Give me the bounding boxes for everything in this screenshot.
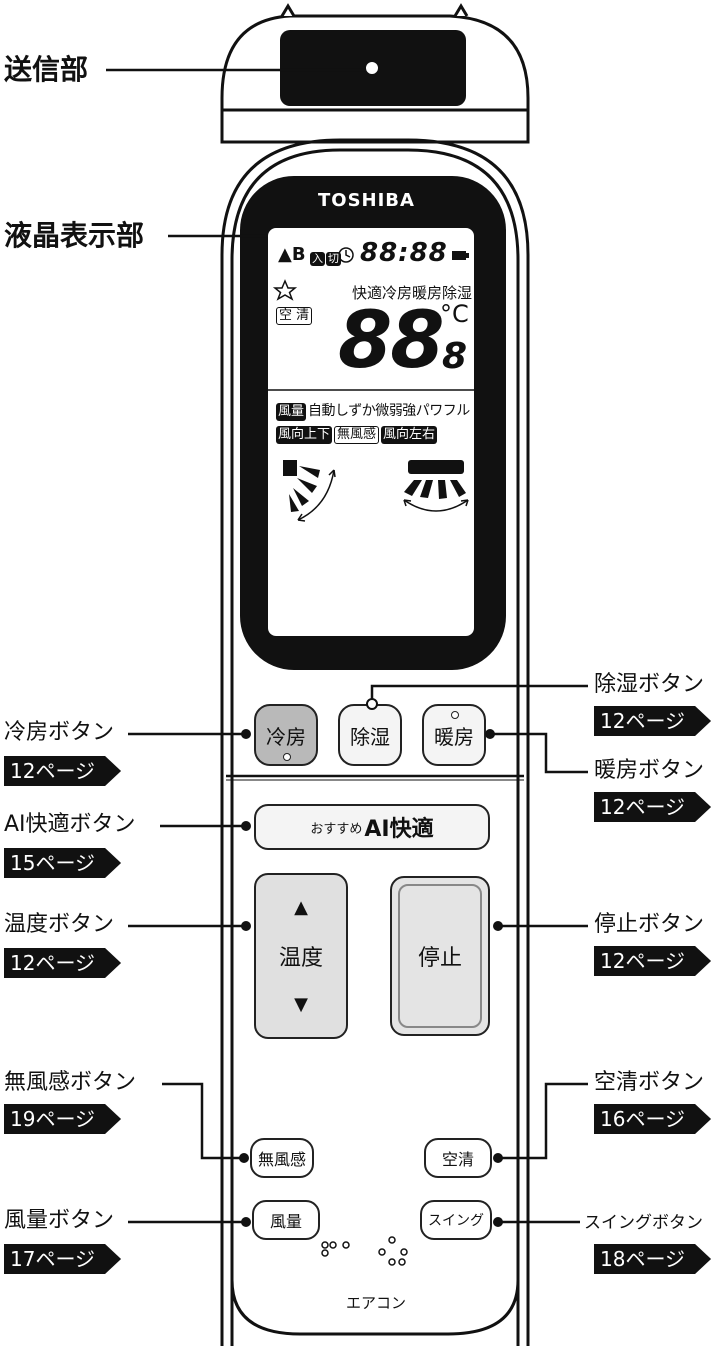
- lcd-vane-row: 風向上下無風感風向左右: [276, 426, 438, 444]
- heat-button-label: 暖房: [434, 724, 474, 749]
- lcd-fan-tag: 風量: [276, 403, 307, 421]
- cool-button-label: 冷房: [266, 724, 306, 749]
- fan-callout-label: 風量ボタン: [4, 1208, 115, 1233]
- stop-callout-page: 12ページ: [594, 946, 711, 976]
- dry-button[interactable]: 除湿: [338, 704, 402, 766]
- lcd-temperature-decimal: 8: [442, 336, 468, 377]
- lcd-timer-off: 切: [326, 252, 341, 266]
- air-clean-callout-label: 空清ボタン: [594, 1070, 705, 1095]
- lcd-vane-h: 風向左右: [381, 426, 438, 444]
- no-wind-callout-label: 無風感ボタン: [4, 1070, 137, 1095]
- temp-callout-page: 12ページ: [4, 948, 121, 978]
- stop-callout-label: 停止ボタン: [594, 912, 705, 937]
- dry-callout-label: 除湿ボタン: [594, 672, 705, 697]
- heat-dot-icon: [451, 711, 459, 719]
- temp-callout-label: 温度ボタン: [4, 912, 115, 937]
- air-clean-button[interactable]: 空清: [424, 1138, 492, 1178]
- vertical-vane-icon: [283, 460, 336, 522]
- temp-down-icon[interactable]: ▼: [294, 994, 308, 1015]
- battery-icon: [452, 251, 469, 260]
- stop-button[interactable]: 停止: [390, 876, 490, 1036]
- ai-callout-label: AI快適ボタン: [4, 812, 136, 837]
- lcd-fan-row: 風量自動しずか微弱強パワフル: [276, 400, 470, 421]
- no-wind-button-label: 無風感: [258, 1150, 307, 1169]
- swing-callout-page: 18ページ: [594, 1244, 711, 1274]
- air-clean-callout-page: 16ページ: [594, 1104, 711, 1134]
- lcd-vane-v: 風向上下: [276, 426, 333, 444]
- brand-logo: TOSHIBA: [318, 190, 415, 211]
- fan-speed-button-label: 風量: [269, 1212, 302, 1231]
- swing-button-label: スイング: [428, 1213, 484, 1229]
- heat-callout-page: 12ページ: [594, 792, 711, 822]
- cool-callout-page: 12ページ: [4, 756, 121, 786]
- lcd-temperature: 88: [338, 296, 445, 386]
- display-label: 液晶表示部: [4, 219, 145, 252]
- dry-callout-page: 12ページ: [594, 706, 711, 736]
- transmitter-label: 送信部: [4, 53, 89, 86]
- dry-button-label: 除湿: [350, 724, 390, 749]
- swing-button[interactable]: スイング: [420, 1200, 492, 1240]
- ai-prefix-label: おすすめ: [310, 821, 363, 837]
- temp-up-icon[interactable]: ▲: [294, 897, 308, 918]
- lcd-mode-list: 快適冷房暖房除湿: [352, 284, 473, 302]
- temperature-button[interactable]: ▲ 温度 ▼: [254, 873, 348, 1039]
- lcd-unit: °C: [440, 300, 469, 328]
- no-wind-callout-page: 19ページ: [4, 1104, 121, 1134]
- heat-callout-label: 暖房ボタン: [594, 758, 705, 783]
- no-wind-button[interactable]: 無風感: [250, 1138, 315, 1178]
- ai-comfort-button[interactable]: おすすめ AI快適: [254, 804, 490, 850]
- ai-main-label: AI快適: [364, 817, 434, 842]
- swing-callout-label: スイングボタン: [584, 1213, 703, 1233]
- remote-bottom-label: エアコン: [346, 1294, 407, 1312]
- heat-button[interactable]: 暖房: [422, 704, 486, 766]
- ai-callout-page: 15ページ: [4, 848, 121, 878]
- fan-callout-page: 17ページ: [4, 1244, 121, 1274]
- lcd-time: 88:88: [360, 238, 448, 268]
- air-clean-button-label: 空清: [441, 1150, 474, 1169]
- cool-button[interactable]: 冷房: [254, 704, 318, 766]
- stop-button-label: 停止: [417, 946, 462, 971]
- speaker-holes: [321, 1236, 408, 1266]
- star-icon: [272, 279, 298, 301]
- lcd-timer-on: 入: [310, 252, 325, 266]
- transmitter-head: [220, 3, 530, 144]
- cool-dot-icon: [283, 753, 291, 761]
- cool-callout-label: 冷房ボタン: [4, 720, 115, 745]
- lcd-no-wind: 無風感: [334, 426, 380, 444]
- lcd-air-clean: 空 清: [276, 304, 313, 325]
- horizontal-vane-icon: [403, 460, 469, 512]
- lcd-ab-indicator: ▲B: [278, 244, 306, 265]
- temperature-button-label: 温度: [278, 946, 323, 971]
- lcd-fan-levels: 自動しずか微弱強パワフル: [308, 403, 470, 419]
- stop-button-inner: [398, 884, 482, 1028]
- fan-speed-button[interactable]: 風量: [252, 1200, 320, 1240]
